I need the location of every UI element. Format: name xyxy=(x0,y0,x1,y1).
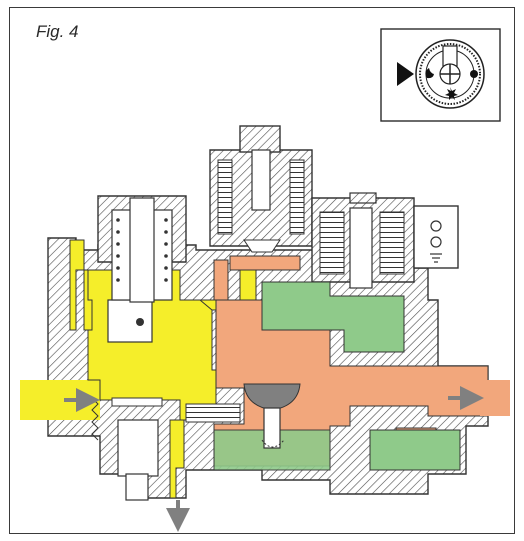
ground-symbol-icon xyxy=(430,253,442,263)
figure-frame xyxy=(9,7,515,534)
thermocouple-terminal-icon xyxy=(430,220,442,248)
pilot-gas-region xyxy=(213,281,461,471)
solenoid-coil-icon xyxy=(217,149,405,289)
pilot-flame-icon xyxy=(425,68,434,79)
pointer-arrow-icon xyxy=(397,62,414,86)
off-dot-icon xyxy=(470,70,478,78)
figure-label: Fig. 4 xyxy=(36,22,79,41)
regulator-spring-icon xyxy=(111,197,173,303)
control-knob-inset xyxy=(380,28,501,122)
spark-icon xyxy=(445,87,458,100)
safety-valve-icon xyxy=(91,397,163,501)
main-valve-icon xyxy=(243,383,301,449)
filter-icon xyxy=(185,403,241,423)
control-knob-icon xyxy=(415,39,485,109)
